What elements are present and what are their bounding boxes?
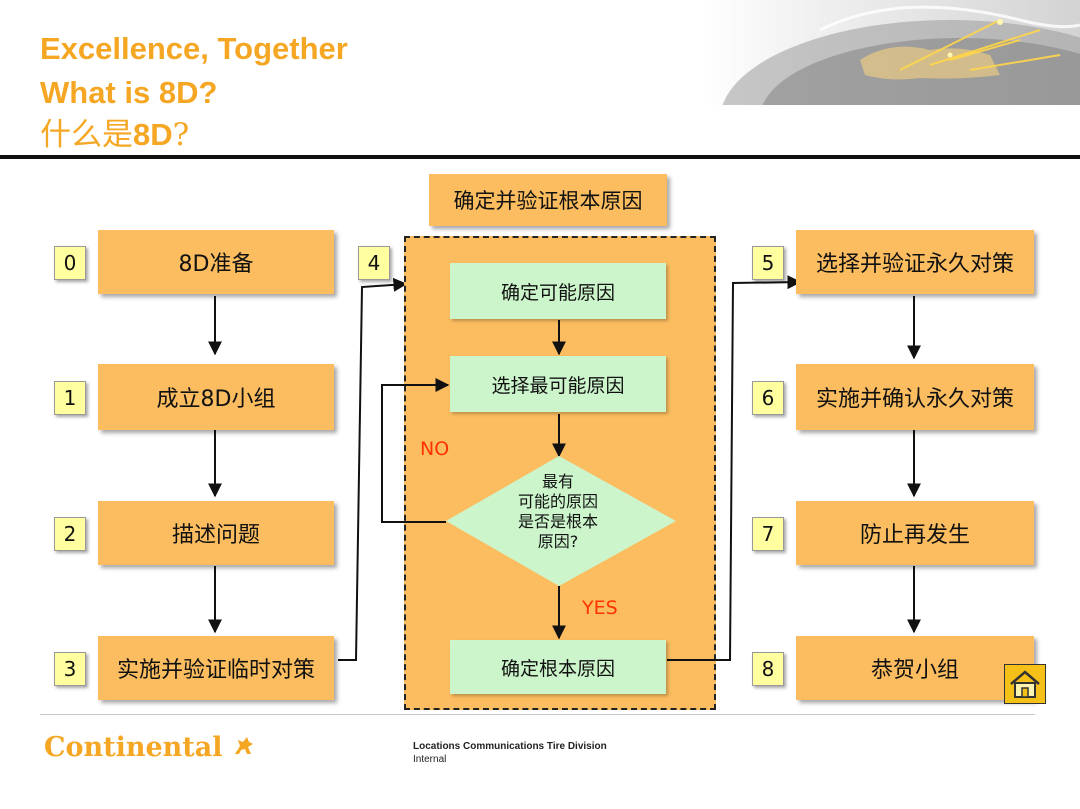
step-2-describe-problem: 描述问题	[98, 501, 334, 565]
step-number-3: 3	[54, 652, 86, 686]
arrow-no-loop	[381, 378, 450, 523]
step-8-congratulate: 恭贺小组	[796, 636, 1034, 700]
logo-text: Continental	[44, 732, 223, 763]
select-most-likely-cause: 选择最可能原因	[450, 356, 666, 412]
home-icon	[1010, 670, 1040, 698]
footer-division: Locations Communications Tire Division	[413, 741, 607, 752]
arrow-4-5	[667, 275, 802, 661]
continental-logo: Continental	[44, 732, 256, 763]
root-cause-title: 确定并验证根本原因	[429, 174, 667, 226]
decision-line-1: 最有	[541, 472, 574, 491]
step-number-7: 7	[752, 517, 784, 551]
title-line-2: What is 8D?	[40, 75, 218, 110]
identify-possible-causes: 确定可能原因	[450, 263, 666, 319]
step-7-prevent: 防止再发生	[796, 501, 1034, 565]
arrow-3-4	[338, 277, 408, 661]
no-label: NO	[420, 438, 450, 460]
identify-root-cause: 确定根本原因	[450, 640, 666, 694]
step-number-0: 0	[54, 246, 86, 280]
decision-text: 最有 可能的原因 是否是根本 原因?	[478, 472, 638, 552]
globe-image	[700, 0, 1080, 105]
step-6-implement: 实施并确认永久对策	[796, 364, 1034, 430]
title-cn-prefix: 什么是	[40, 117, 133, 153]
title-cn-bold: 8D	[133, 117, 173, 152]
footer-rule	[40, 714, 1035, 715]
step-number-2: 2	[54, 517, 86, 551]
title-line-1: Excellence, Together	[40, 31, 348, 66]
footer-classification: Internal	[413, 754, 447, 765]
horse-icon	[234, 737, 253, 754]
decision-line-4: 原因?	[537, 532, 579, 551]
step-3-containment: 实施并验证临时对策	[98, 636, 334, 700]
step-number-4: 4	[358, 246, 390, 280]
decision-diamond	[446, 456, 676, 586]
header-rule	[0, 155, 1080, 159]
home-button[interactable]	[1004, 664, 1046, 704]
decision-line-3: 是否是根本	[517, 512, 598, 531]
step-number-5: 5	[752, 246, 784, 280]
step-1-team: 成立8D小组	[98, 364, 334, 430]
step-number-6: 6	[752, 381, 784, 415]
step-number-1: 1	[54, 381, 86, 415]
title-cn-suffix: ?	[172, 117, 190, 153]
yes-label: YES	[582, 597, 618, 619]
step-0-preparation: 8D准备	[98, 230, 334, 294]
step-number-8: 8	[752, 652, 784, 686]
decision-line-2: 可能的原因	[517, 492, 598, 511]
title-line-cn: 什么是8D?	[40, 116, 189, 154]
step-5-permanent-action: 选择并验证永久对策	[796, 230, 1034, 294]
